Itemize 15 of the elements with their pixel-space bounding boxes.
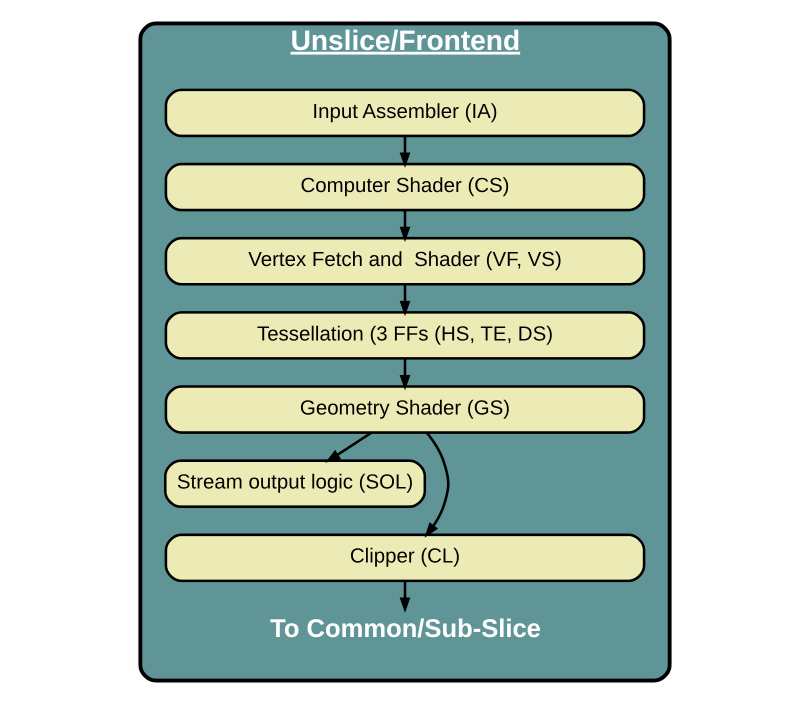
node-box: Input Assembler (IA) xyxy=(164,88,645,138)
arrow xyxy=(399,284,410,316)
node-box: Stream output logic (SOL) xyxy=(164,459,426,508)
node-box: Tessellation (3 FFs (HS, TE, DS) xyxy=(164,311,645,360)
node-box: Vertex Fetch and Shader (VF, VS) xyxy=(164,236,645,286)
node-box: Computer Shader (CS) xyxy=(164,162,645,212)
node-text: To Common/Sub-Slice xyxy=(270,615,540,644)
node-box: Geometry Shader (GS) xyxy=(164,385,645,434)
node-box: Clipper (CL) xyxy=(164,534,645,582)
arrow xyxy=(399,210,410,242)
arrow xyxy=(424,432,450,538)
arrow xyxy=(399,358,410,390)
arrow xyxy=(324,432,372,463)
arrow xyxy=(399,581,410,613)
arrow xyxy=(399,136,410,168)
